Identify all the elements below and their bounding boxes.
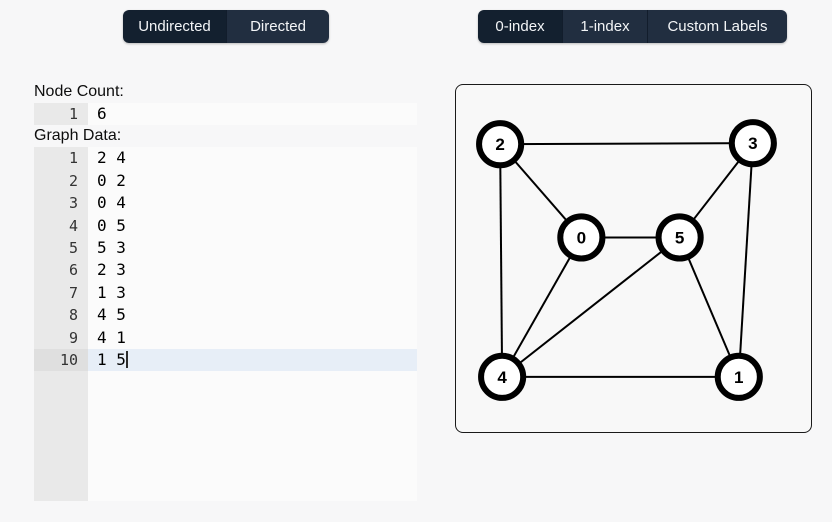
line-content[interactable]: 6 [88,103,417,126]
line-content[interactable]: 4 1 [88,326,417,349]
line-content[interactable]: 5 3 [88,236,417,260]
graph-node-1[interactable]: 1 [714,352,763,401]
editor-empty-area[interactable] [34,371,417,502]
content-fill [88,371,417,502]
line-number: 5 [34,236,88,260]
graph-edge-0-4 [501,236,583,378]
graph-edge-2-4 [499,144,504,377]
line-content[interactable]: 2 4 [88,147,417,170]
line-number: 6 [34,259,88,282]
line-content[interactable]: 0 4 [88,192,417,215]
line-number: 7 [34,281,88,305]
toggle-0-index[interactable]: 0-index [478,10,562,43]
toggle-directed[interactable]: Directed [226,10,329,43]
line-content[interactable]: 0 2 [88,169,417,193]
line-number: 4 [34,214,88,237]
line-number: 8 [34,304,88,327]
graph-edge-4-5 [501,236,681,378]
graph-node-2[interactable]: 2 [476,120,525,169]
gutter-fill [34,371,88,502]
line-number: 9 [34,326,88,349]
line-number: 1 [34,147,88,170]
line-number: 10 [34,348,88,372]
toggle-undirected[interactable]: Undirected [123,10,226,43]
text-caret [125,350,128,368]
graph-edge-1-3 [737,143,754,377]
line-content[interactable]: 4 5 [88,304,417,327]
graph-node-5[interactable]: 5 [655,213,704,262]
graph-edge-1-5 [678,237,740,378]
line-number: 1 [34,103,88,126]
graph-node-4[interactable]: 4 [478,352,527,401]
graph-node-0[interactable]: 0 [557,213,606,262]
line-content[interactable]: 2 3 [88,259,417,282]
line-number: 3 [34,192,88,215]
graph-data-label: Graph Data: [34,127,122,145]
graph-node-3[interactable]: 3 [728,119,777,168]
toggle-custom-labels[interactable]: Custom Labels [647,10,787,43]
graph-edge-2-3 [500,142,753,146]
line-content[interactable]: 0 5 [88,214,417,237]
line-content[interactable]: 1 5 [88,348,417,372]
node-count-label: Node Count: [34,83,124,100]
line-content[interactable]: 1 3 [88,281,417,305]
line-number: 2 [34,169,88,193]
toggle-1-index[interactable]: 1-index [562,10,647,43]
